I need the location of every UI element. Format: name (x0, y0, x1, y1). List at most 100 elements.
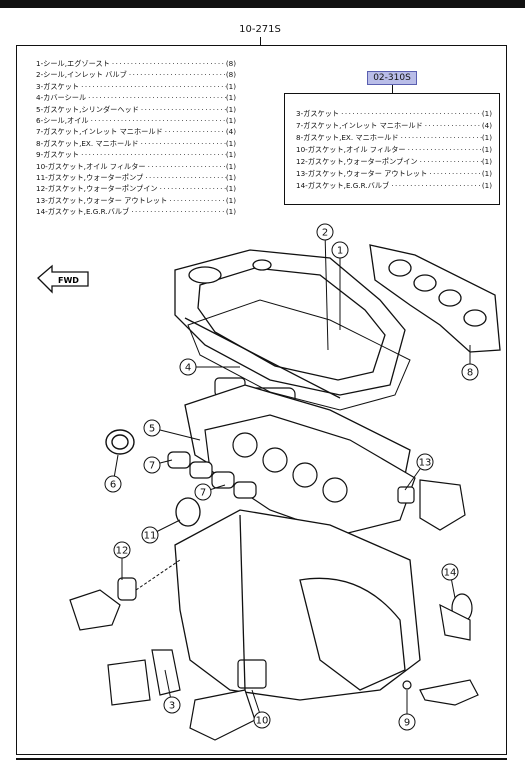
sub-list-part-qty: (1) (481, 145, 492, 154)
callout-number-5: 5 (149, 424, 155, 435)
main-list-row: 4-カバーシール································… (36, 92, 236, 103)
kit-number: 10-271S (239, 24, 281, 35)
sub-list-leader-dots: ········································ (400, 133, 482, 142)
sub-kit-parts-list: 3-ガスケット·································… (296, 108, 492, 192)
sub-list-leader-dots: ········································ (407, 145, 482, 154)
callout-number-7: 7 (200, 488, 206, 499)
sub-list-part-name: 8-ガスケット,EX. マニホールド (296, 133, 399, 142)
main-list-part-name: 10-ガスケット,オイル フィルター (36, 161, 146, 171)
kit-number-leader (260, 37, 261, 45)
main-list-leader-dots: ········································ (128, 70, 226, 80)
main-list-part-qty: (1) (225, 173, 236, 183)
main-list-leader-dots: ········································ (81, 81, 226, 91)
sub-list-part-name: 7-ガスケット,インレット マニホールド (296, 121, 423, 130)
main-list-leader-dots: ········································ (164, 127, 226, 137)
sub-list-part-qty: (1) (481, 169, 492, 178)
callout-circle-8[interactable] (461, 363, 479, 381)
main-list-row: 8-ガスケット,EX. マニホールド······················… (36, 138, 236, 149)
main-list-part-qty: (1) (225, 81, 236, 91)
engine-block (174, 509, 421, 701)
main-list-row: 14-ガスケット,E.G.R.バルブ······················… (36, 206, 236, 217)
sub-kit-number-badge[interactable]: 02-310S (367, 71, 417, 85)
main-list-part-name: 1-シール,エグゾースト (36, 59, 110, 68)
main-list-row: 7-ガスケット,インレット マニホールド····················… (36, 126, 236, 137)
main-list-part-qty: (1) (225, 104, 236, 114)
main-list-leader-dots: ········································ (145, 173, 226, 183)
callout-number-3: 3 (169, 701, 175, 712)
water-pump-inlet (69, 577, 137, 631)
callout-number-4: 4 (185, 363, 191, 374)
main-list-part-name: 5-ガスケット,シリンダーヘッド (36, 104, 139, 114)
main-list-part-qty: (1) (225, 93, 236, 103)
sub-list-leader-dots: ········································ (419, 157, 482, 166)
callout-circle-4[interactable] (179, 358, 197, 376)
sub-list-leader-dots: ········································ (391, 181, 482, 190)
callout-circle-6[interactable] (104, 475, 122, 493)
callout-circle-11[interactable] (141, 526, 159, 544)
main-list-row: 12-ガスケット,ウォーターポンプイン·····················… (36, 183, 236, 194)
sub-list-leader-dots: ········································ (424, 121, 482, 130)
top-rule (0, 0, 525, 8)
callout-leader-2 (324, 231, 329, 351)
callout-number-2: 2 (322, 228, 328, 239)
main-list-part-qty: (1) (225, 150, 236, 160)
callout-circle-7[interactable] (194, 483, 212, 501)
main-list-part-name: 7-ガスケット,インレット マニホールド (36, 127, 163, 137)
sub-list-part-qty: (1) (481, 181, 492, 190)
pump-leader (135, 559, 181, 591)
sub-list-part-name: 14-ガスケット,E.G.R.バルブ (296, 181, 390, 190)
main-list-row: 1-シール,エグゾースト····························… (36, 58, 236, 69)
water-outlet (397, 479, 466, 531)
sub-list-part-qty: (1) (481, 109, 492, 118)
bottom-rule (16, 758, 507, 760)
diagram-frame (16, 45, 507, 755)
main-list-part-qty: (1) (225, 184, 236, 194)
main-list-part-name: 4-カバーシール (36, 93, 87, 103)
callout-number-7: 7 (149, 461, 155, 472)
sub-list-row: 14-ガスケット,E.G.R.バルブ······················… (296, 180, 492, 192)
water-pump-gasket (175, 497, 201, 527)
callout-number-9: 9 (404, 718, 410, 729)
oil-filter-base (189, 659, 267, 741)
sub-list-part-qty: (4) (481, 121, 492, 130)
callout-circle-14[interactable] (441, 563, 459, 581)
main-list-part-name: 6-シール,オイル (36, 116, 89, 126)
main-list-row: 2-シール,インレット バルブ·························… (36, 69, 236, 80)
callout-circle-2[interactable] (316, 223, 334, 241)
callout-circle-3[interactable] (163, 696, 181, 714)
callout-circle-7[interactable] (143, 456, 161, 474)
sub-list-part-name: 13-ガスケット,ウォーター アウトレット (296, 169, 428, 178)
main-list-row: 11-ガスケット,ウォーターポンプ·······················… (36, 172, 236, 183)
main-list-part-name: 11-ガスケット,ウォーターポンプ (36, 173, 144, 183)
main-list-row: 10-ガスケット,オイル フィルター······················… (36, 161, 236, 172)
sub-list-leader-dots: ········································ (341, 109, 482, 118)
main-list-leader-dots: ········································ (111, 59, 226, 68)
callout-circle-1[interactable] (331, 241, 349, 259)
sub-list-row: 7-ガスケット,インレット マニホールド····················… (296, 120, 492, 132)
main-list-leader-dots: ········································ (90, 116, 226, 126)
sub-kit-box (284, 93, 500, 205)
sub-list-row: 3-ガスケット·································… (296, 108, 492, 120)
callout-circle-10[interactable] (253, 711, 271, 729)
main-list-leader-dots: ········································ (147, 161, 226, 171)
callout-circle-5[interactable] (143, 419, 161, 437)
main-list-part-name: 12-ガスケット,ウォーターポンプイン (36, 184, 158, 194)
main-list-part-name: 2-シール,インレット バルブ (36, 70, 127, 80)
sub-list-row: 13-ガスケット,ウォーター アウトレット···················… (296, 168, 492, 180)
callout-circle-12[interactable] (113, 541, 131, 559)
main-list-row: 5-ガスケット,シリンダーヘッド························… (36, 104, 236, 115)
main-list-row: 9-ガスケット·································… (36, 149, 236, 160)
callout-number-1: 1 (337, 246, 343, 257)
sub-list-leader-dots: ········································ (429, 169, 482, 178)
main-list-leader-dots: ········································ (169, 195, 226, 205)
main-list-part-qty: (8) (225, 70, 236, 80)
main-list-part-qty: (4) (225, 127, 236, 137)
main-list-part-name: 13-ガスケット,ウォーター アウトレット (36, 195, 168, 205)
oil-seal (105, 429, 135, 455)
main-list-leader-dots: ········································ (159, 184, 226, 194)
callout-number-12: 12 (116, 546, 129, 557)
main-list-part-name: 9-ガスケット (36, 150, 80, 160)
callout-circle-13[interactable] (416, 453, 434, 471)
callout-circle-9[interactable] (398, 713, 416, 731)
